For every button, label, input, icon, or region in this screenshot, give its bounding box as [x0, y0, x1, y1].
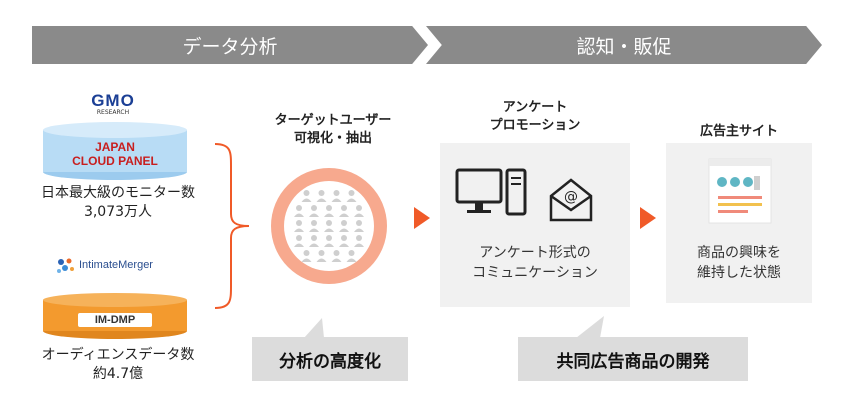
website-icon	[708, 158, 772, 224]
japan-cloud-panel-label: JAPAN CLOUD PANEL	[40, 140, 190, 168]
person-body-icon	[354, 228, 364, 232]
person-icon	[296, 220, 302, 226]
target-user-title: ターゲットユーザー 可視化・抽出	[258, 112, 408, 148]
survey-title-line1: アンケート	[502, 100, 568, 115]
email-icon: @	[549, 178, 593, 222]
intimate-caption: オーディエンスデータ数 約4.7億	[18, 346, 218, 384]
survey-text: アンケート形式の コミュニケーション	[440, 243, 630, 283]
person-body-icon	[324, 228, 334, 232]
person-icon	[333, 250, 340, 256]
flow-arrow-2	[640, 207, 656, 229]
callout-analysis-pointer	[304, 318, 324, 338]
intimate-merger-mark-icon	[57, 258, 74, 273]
person-body-icon	[354, 243, 364, 247]
person-body-icon	[316, 258, 327, 262]
person-icon	[348, 250, 355, 256]
advertiser-text: 商品の興味を 維持した状態	[666, 243, 812, 283]
survey-text-line2: コミュニケーション	[472, 265, 598, 281]
intimate-merger-logo-text: IntimateMerger	[79, 259, 153, 271]
target-user-circle	[271, 168, 387, 284]
survey-text-line1: アンケート形式の	[479, 245, 591, 261]
japan-cloud-panel-line2: CLOUD PANEL	[72, 154, 158, 168]
person-body-icon	[324, 243, 334, 247]
computer-icon	[455, 168, 527, 216]
person-icon	[341, 235, 347, 241]
person-body-icon	[294, 213, 304, 217]
person-icon	[341, 205, 347, 211]
person-icon	[303, 190, 310, 196]
person-body-icon	[294, 228, 304, 232]
gmo-logo-sub: RESEARCH	[96, 109, 130, 116]
person-icon	[326, 235, 332, 241]
banner-awareness-promotion-label: 認知・販促	[576, 35, 672, 58]
banner-data-analysis-label: データ分析	[182, 35, 278, 58]
person-icon	[348, 190, 355, 196]
im-dmp-label: IM-DMP	[78, 313, 152, 327]
person-body-icon	[354, 213, 364, 217]
advertiser-text-line2: 維持した状態	[697, 265, 781, 281]
japan-cloud-panel-line1: JAPAN	[95, 140, 135, 154]
person-body-icon	[301, 198, 312, 202]
person-body-icon	[346, 198, 357, 202]
target-user-title-line2: 可視化・抽出	[293, 131, 372, 146]
intimate-caption-line2: 約4.7億	[92, 366, 144, 382]
person-icon	[311, 205, 317, 211]
merge-bracket	[214, 143, 250, 309]
people-icons	[294, 190, 364, 262]
callout-coad-label: 共同広告商品の開発	[556, 351, 710, 372]
person-icon	[296, 205, 302, 211]
flow-arrow-1	[414, 207, 430, 229]
gmo-caption-line1: 日本最大級のモニター数	[41, 185, 195, 201]
person-icon	[318, 250, 325, 256]
person-icon	[341, 220, 347, 226]
person-body-icon	[316, 198, 327, 202]
survey-title-line2: プロモーション	[489, 118, 581, 133]
person-body-icon	[309, 213, 319, 217]
person-body-icon	[339, 228, 349, 232]
banner-data-analysis: データ分析	[32, 26, 428, 64]
person-body-icon	[301, 258, 312, 262]
intimate-caption-line1: オーディエンスデータ数	[41, 347, 195, 363]
svg-text:@: @	[564, 189, 578, 205]
person-body-icon	[346, 258, 357, 262]
person-body-icon	[339, 243, 349, 247]
survey-title: アンケート プロモーション	[440, 99, 630, 135]
japan-cloud-panel-cylinder	[43, 122, 187, 180]
intimate-merger-logo: IntimateMerger	[55, 256, 185, 276]
person-body-icon	[331, 198, 342, 202]
target-user-title-line1: ターゲットユーザー	[274, 113, 392, 128]
person-icon	[356, 220, 362, 226]
person-icon	[356, 205, 362, 211]
person-body-icon	[294, 243, 304, 247]
callout-coad-pointer	[576, 316, 604, 338]
callout-analysis: 分析の高度化	[252, 337, 408, 381]
advertiser-text-line1: 商品の興味を	[697, 245, 781, 261]
callout-analysis-label: 分析の高度化	[279, 351, 381, 372]
person-body-icon	[339, 213, 349, 217]
gmo-caption: 日本最大級のモニター数 3,073万人	[18, 184, 218, 222]
callout-coad: 共同広告商品の開発	[518, 337, 748, 381]
advertiser-title: 広告主サイト	[699, 124, 778, 139]
person-icon	[311, 220, 317, 226]
person-icon	[326, 205, 332, 211]
person-body-icon	[309, 228, 319, 232]
person-icon	[296, 235, 302, 241]
person-body-icon	[331, 258, 342, 262]
person-icon	[303, 250, 310, 256]
person-icon	[333, 190, 340, 196]
banner-awareness-promotion: 認知・販促	[426, 26, 822, 64]
gmo-logo: GMO RESEARCH	[78, 92, 148, 116]
person-body-icon	[309, 243, 319, 247]
person-icon	[356, 235, 362, 241]
person-body-icon	[324, 213, 334, 217]
person-icon	[318, 190, 325, 196]
gmo-caption-line2: 3,073万人	[83, 204, 153, 220]
person-icon	[326, 220, 332, 226]
person-icon	[311, 235, 317, 241]
gmo-logo-text: GMO	[91, 91, 135, 110]
